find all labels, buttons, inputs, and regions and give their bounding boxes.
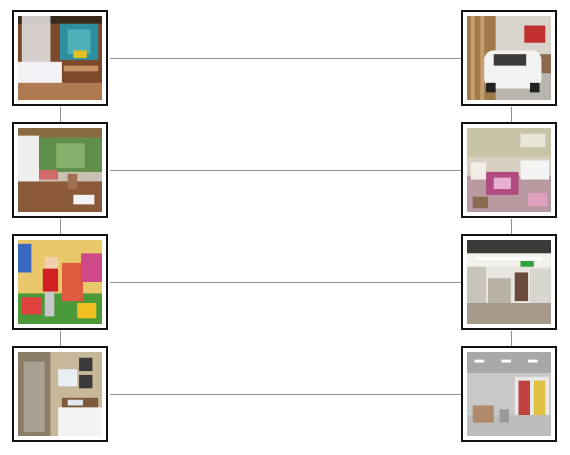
right-thumb-warehouse[interactable]: [461, 346, 557, 442]
left-thumb-bedroom[interactable]: [12, 10, 108, 106]
office-lobby-photo: [467, 240, 551, 324]
left-thumb-bathroom[interactable]: [12, 346, 108, 442]
column-connector: [511, 331, 512, 347]
kids-bedroom-photo: [467, 128, 551, 212]
column-connector: [511, 107, 512, 123]
right-thumb-kids-bedroom[interactable]: [461, 122, 557, 218]
column-connector: [60, 331, 61, 347]
left-thumb-porch[interactable]: [12, 122, 108, 218]
left-thumb-playroom[interactable]: [12, 234, 108, 330]
right-thumb-office-lobby[interactable]: [461, 234, 557, 330]
bedroom-photo: [18, 16, 102, 100]
pair-connector: [110, 58, 461, 59]
bathroom-photo: [18, 352, 102, 436]
column-connector: [60, 107, 61, 123]
warehouse-photo: [467, 352, 551, 436]
garage-car-photo: [467, 16, 551, 100]
column-connector: [60, 219, 61, 235]
playroom-photo: [18, 240, 102, 324]
right-thumb-garage-car[interactable]: [461, 10, 557, 106]
porch-photo: [18, 128, 102, 212]
pair-connector: [110, 394, 461, 395]
pair-connector: [110, 282, 461, 283]
column-connector: [511, 219, 512, 235]
pair-connector: [110, 170, 461, 171]
